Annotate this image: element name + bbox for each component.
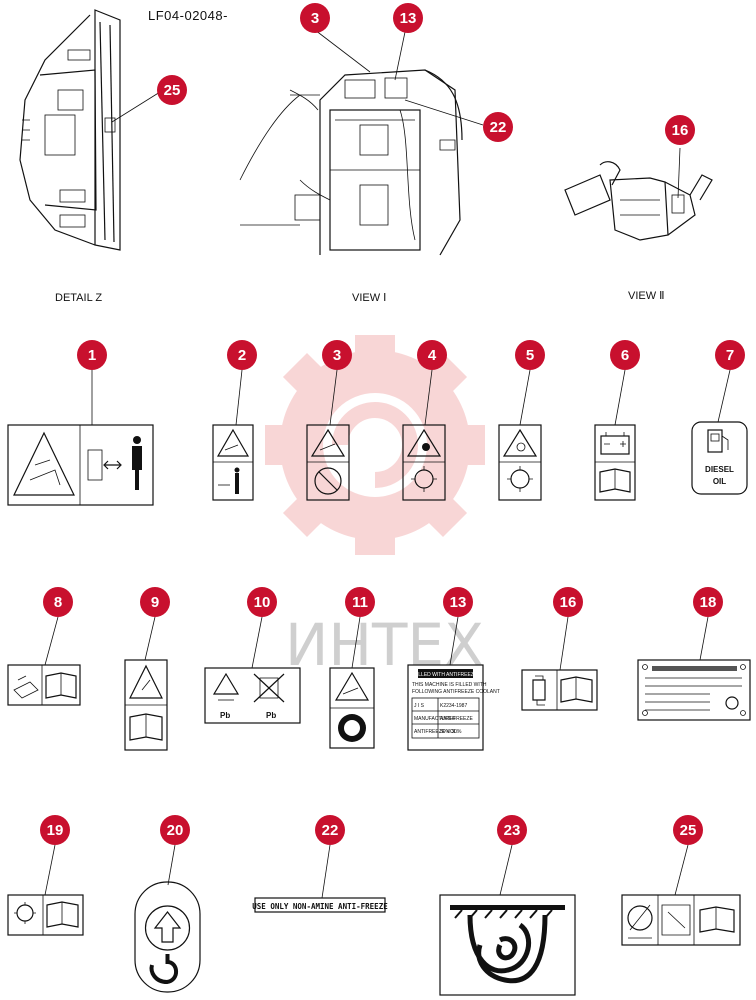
svg-text:30% 30%: 30% 30% (440, 729, 462, 735)
decal-13-antifreeze-plate: FILLED WITH ANTIFREEZE THIS MACHINE IS F… (407, 664, 500, 751)
callout-8: 8 (43, 587, 73, 666)
view-2-label: VIEW Ⅱ (628, 290, 665, 302)
callout-23: 23 (497, 815, 527, 896)
watermark-gear-logo (265, 335, 485, 555)
svg-text:J I S: J I S (414, 703, 425, 709)
decal-4-warning (402, 424, 446, 501)
decal-1-crush-warning (7, 424, 154, 506)
svg-text:13: 13 (400, 10, 417, 27)
decal-20-lift-point (134, 881, 201, 993)
svg-text:OIL: OIL (713, 477, 726, 486)
callout-3: 3 (322, 340, 352, 426)
callout-9: 9 (140, 587, 170, 661)
decal-22-antifreeze-text: USE ONLY NON-AMINE ANTI-FREEZE (252, 897, 388, 913)
pb-left: Pb (220, 711, 230, 720)
decal-2-warning (212, 424, 254, 501)
decal-25-window-manual (621, 894, 741, 946)
decal-7-diesel-oil: DIESEL OIL (691, 421, 748, 495)
svg-text:11: 11 (352, 594, 368, 611)
svg-text:16: 16 (672, 122, 689, 139)
svg-text:FILLED WITH ANTIFREEZE: FILLED WITH ANTIFREEZE (414, 672, 478, 678)
svg-text:3: 3 (311, 10, 319, 27)
callout-4: 4 (417, 340, 447, 426)
callout-18: 18 (693, 587, 723, 661)
decal-6-battery (594, 424, 636, 501)
callout-5: 5 (515, 340, 545, 426)
callout-top-22: 22 (483, 112, 513, 142)
decal-8-manual (7, 664, 81, 706)
callout-2: 2 (227, 340, 257, 426)
decal-10-recycle: Pb Pb (204, 667, 301, 724)
callout-13: 13 (443, 587, 473, 666)
svg-text:THIS MACHINE IS FILLED WITH: THIS MACHINE IS FILLED WITH (412, 682, 487, 688)
decal-23-hook (439, 894, 576, 996)
callout-1: 1 (77, 340, 107, 425)
decal-18-nameplate (637, 659, 751, 721)
svg-text:22: 22 (490, 119, 507, 136)
svg-text:8: 8 (54, 594, 62, 611)
callout-top-16: 16 (665, 115, 695, 145)
svg-text:1: 1 (88, 347, 96, 364)
svg-text:23: 23 (504, 822, 521, 839)
callout-19: 19 (40, 815, 70, 896)
svg-text:25: 25 (680, 822, 697, 839)
callout-top-13: 13 (393, 3, 423, 33)
callout-top-25: 25 (157, 75, 187, 105)
svg-text:25: 25 (164, 82, 181, 99)
callout-top-3: 3 (300, 3, 330, 33)
svg-text:20: 20 (167, 822, 184, 839)
callout-25: 25 (673, 815, 703, 896)
svg-text:13: 13 (450, 594, 467, 611)
decal-5-warning (498, 424, 542, 501)
svg-text:FOLLOWING ANTIFREEZE COOLANT: FOLLOWING ANTIFREEZE COOLANT (412, 689, 500, 695)
svg-text:ANTI-FREEZE: ANTI-FREEZE (440, 716, 473, 722)
svg-text:MANUFACTURER: MANUFACTURER (414, 716, 456, 722)
svg-text:9: 9 (151, 594, 159, 611)
pb-right: Pb (266, 711, 276, 720)
view-1-label: VIEW Ⅰ (352, 292, 386, 304)
decal-16-filter-manual (521, 669, 598, 711)
svg-text:2: 2 (238, 347, 246, 364)
view-2-drawing (564, 147, 713, 241)
svg-text:22: 22 (322, 822, 339, 839)
decal-19-service-manual (7, 894, 84, 936)
callout-11: 11 (345, 587, 375, 669)
decal-9-warning-manual (124, 659, 168, 751)
svg-text:DIESEL: DIESEL (705, 465, 734, 474)
svg-text:16: 16 (560, 594, 577, 611)
view-1-drawing (239, 29, 484, 256)
decal-11-warning (329, 667, 375, 749)
callout-16: 16 (553, 587, 583, 671)
svg-text:18: 18 (700, 594, 717, 611)
svg-text:7: 7 (726, 347, 734, 364)
decal-3-warning (306, 424, 350, 501)
svg-text:5: 5 (526, 347, 534, 364)
detail-z-label: DETAIL Z (55, 292, 102, 304)
callout-10: 10 (247, 587, 277, 669)
svg-text:K2234-1987: K2234-1987 (440, 703, 467, 709)
svg-text:4: 4 (428, 347, 437, 364)
svg-text:6: 6 (621, 347, 629, 364)
callout-20: 20 (160, 815, 190, 886)
drawing-code: LF04-02048- (148, 8, 228, 23)
watermark-text: ИНТЕХ (285, 611, 484, 679)
detail-z-drawing (19, 9, 161, 251)
callout-22: 22 (315, 815, 345, 899)
svg-text:USE ONLY NON-AMINE ANTI-FREEZE: USE ONLY NON-AMINE ANTI-FREEZE (252, 902, 388, 911)
svg-text:3: 3 (333, 347, 341, 364)
callout-6: 6 (610, 340, 640, 426)
svg-text:10: 10 (254, 594, 271, 611)
svg-text:19: 19 (47, 822, 64, 839)
svg-text:ANTIFREEZE VOL.: ANTIFREEZE VOL. (414, 729, 458, 735)
callout-7: 7 (715, 340, 745, 423)
